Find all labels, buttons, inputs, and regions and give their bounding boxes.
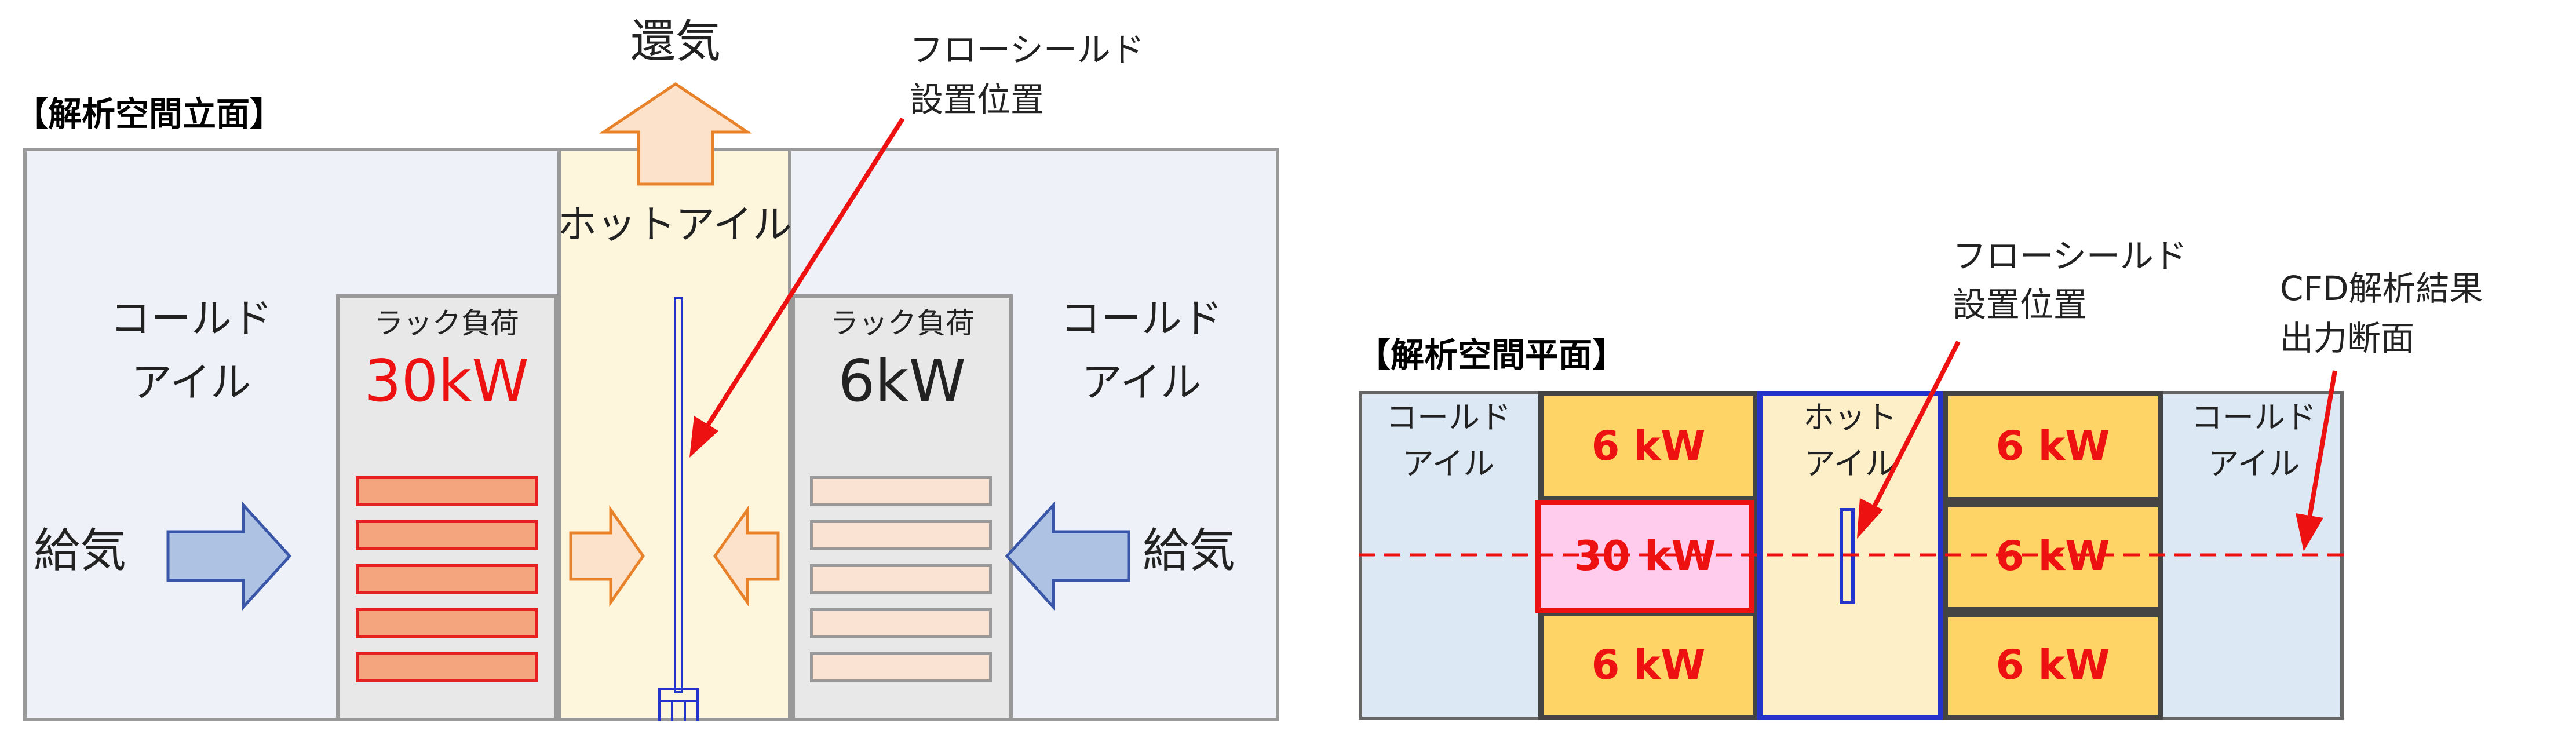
exhaust-arrow-right: [713, 505, 780, 607]
server-unit: [810, 520, 992, 550]
plan-rack-left-3: [1538, 611, 1758, 720]
cold-aisle-left-line1: コールド: [110, 295, 272, 342]
plan-rack-right-3-label: 6 kW: [1995, 641, 2110, 689]
server-unit: [356, 520, 538, 550]
elevation-graphics: [166, 82, 1130, 721]
server-unit: [356, 476, 538, 506]
rack-left: [336, 294, 557, 721]
plan-rack-left-1-label: 6 kW: [1591, 422, 1706, 470]
return-air-label: 還気: [630, 16, 721, 68]
flow-shield-pole: [674, 297, 683, 693]
plan-rack-right-1-label: 6 kW: [1995, 422, 2110, 470]
flow-shield-note-plan-line1: フローシールド: [1953, 236, 2187, 276]
server-unit: [810, 652, 992, 682]
rack-right-title: ラック負荷: [830, 306, 975, 340]
server-unit: [356, 564, 538, 594]
flow-shield-pointer-plan: [1870, 341, 1961, 511]
rack-left-title: ラック負荷: [374, 306, 519, 340]
server-unit: [810, 564, 992, 594]
rack-left-load: 30kW: [364, 347, 530, 415]
plan-rack-right-1: [1943, 391, 2163, 502]
cold-aisle-left-line2: アイル: [131, 359, 251, 406]
cfd-note-line2: 出力断面: [2280, 319, 2415, 358]
plan-hot-line1: ホット: [1803, 399, 1897, 436]
server-unit: [356, 608, 538, 638]
server-unit: [810, 476, 992, 506]
hot-aisle-label: ホットアイル: [557, 202, 792, 248]
plan-rack-right-2: [1943, 502, 2163, 612]
plan-cold-right-line2: アイル: [2208, 445, 2300, 482]
flow-shield-note-elev-line2: 設置位置: [910, 80, 1045, 119]
cfd-note-line1: CFD解析結果: [2280, 269, 2483, 308]
cold-aisle-right-line1: コールド: [1060, 295, 1223, 342]
plan-rack-left-1: [1538, 391, 1758, 501]
rack-right: [791, 294, 1013, 721]
plan-rack-right-3: [1943, 612, 2163, 720]
flow-shield-base: [658, 688, 699, 721]
server-unit: [810, 608, 992, 638]
flow-shield-note-plan-line2: 設置位置: [1953, 285, 2088, 324]
plan-cold-left-line1: コールド: [1386, 399, 1511, 436]
exhaust-arrow-left: [569, 505, 645, 607]
plan-hot-aisle: [1757, 391, 1943, 720]
plan-hot-line2: アイル: [1804, 445, 1896, 482]
cfd-pointer: [2307, 370, 2337, 522]
rack-right-load: 6kW: [838, 347, 966, 415]
plan-cold-left-line2: アイル: [1402, 445, 1495, 482]
supply-air-right-label: 給気: [1143, 524, 1235, 578]
flow-shield-pointer: [703, 117, 905, 430]
flow-shield-note-elev-line1: フローシールド: [910, 30, 1144, 70]
server-unit: [356, 652, 538, 682]
supply-air-arrow-left: [166, 501, 292, 611]
return-air-arrow: [599, 82, 753, 186]
supply-air-arrow-right: [1005, 501, 1130, 611]
elevation-heading: 【解析空間立面】: [14, 94, 284, 134]
plan-rack-left-3-label: 6 kW: [1591, 641, 1706, 689]
plan-heading: 【解析空間平面】: [1357, 335, 1626, 375]
plan-cold-right-line1: コールド: [2191, 399, 2316, 436]
supply-air-left-label: 給気: [34, 524, 126, 578]
cold-aisle-right-line2: アイル: [1081, 359, 1202, 406]
